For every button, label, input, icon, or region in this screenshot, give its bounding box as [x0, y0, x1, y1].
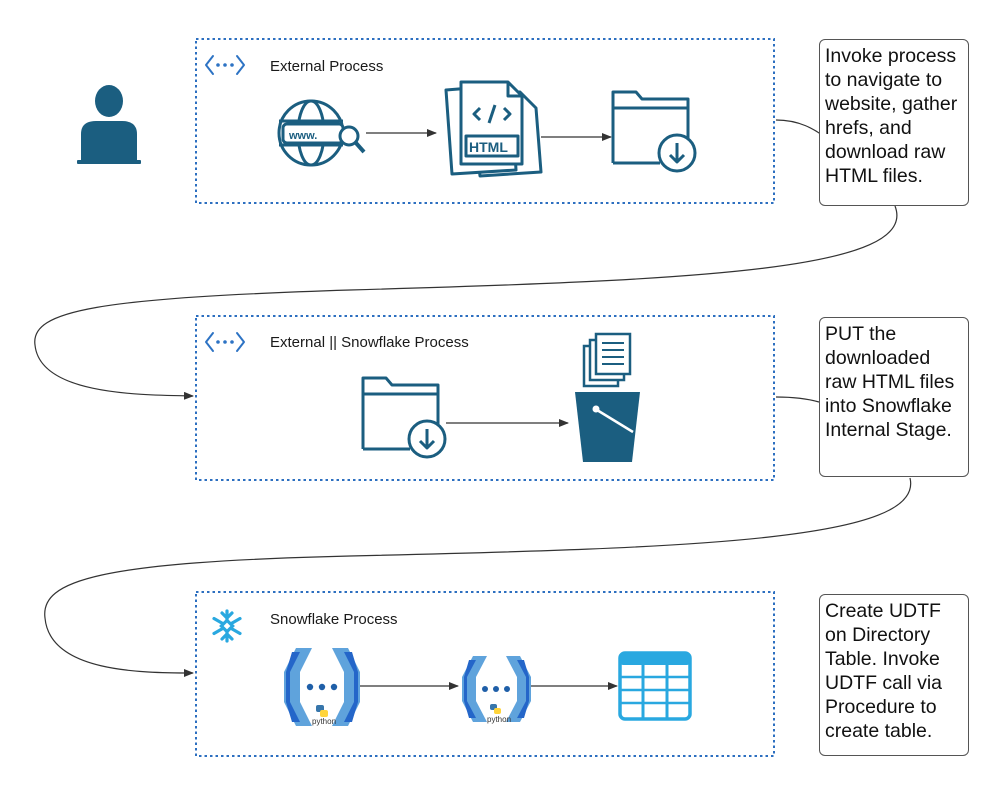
documents-icon [582, 332, 632, 388]
connector-note2-to-group3 [44, 396, 912, 673]
internal-stage-bucket-icon [575, 392, 640, 462]
process-group-external-snowflake: External || Snowflake Process [195, 315, 775, 481]
process-title: External || Snowflake Process [270, 334, 469, 351]
html-files-icon [444, 80, 543, 178]
network-icon [205, 332, 245, 352]
snowflake-icon [212, 609, 242, 643]
process-title: External Process [270, 58, 383, 75]
folder-download-icon [611, 90, 697, 173]
python-function-icon [462, 656, 531, 722]
process-title: Snowflake Process [270, 611, 398, 628]
user-laptop-icon [77, 85, 141, 164]
python-function-icon [284, 648, 360, 726]
network-icon [205, 55, 245, 75]
www-label: www. [288, 130, 317, 142]
process-group-snowflake: Snowflake Process python pyt [195, 591, 775, 757]
table-icon [618, 651, 692, 721]
note-step-2: PUT the downloaded raw HTML files into S… [819, 317, 969, 477]
note-step-1: Invoke process to navigate to website, g… [819, 39, 969, 206]
folder-download-icon [361, 376, 447, 459]
website-search-icon [277, 99, 366, 167]
python-label: python [312, 717, 336, 726]
process-group-external: External Process www. HTML [195, 38, 775, 204]
python-label: python [487, 715, 511, 724]
note-step-3: Create UDTF on Directory Table. Invoke U… [819, 594, 969, 756]
html-label: HTML [469, 139, 508, 155]
